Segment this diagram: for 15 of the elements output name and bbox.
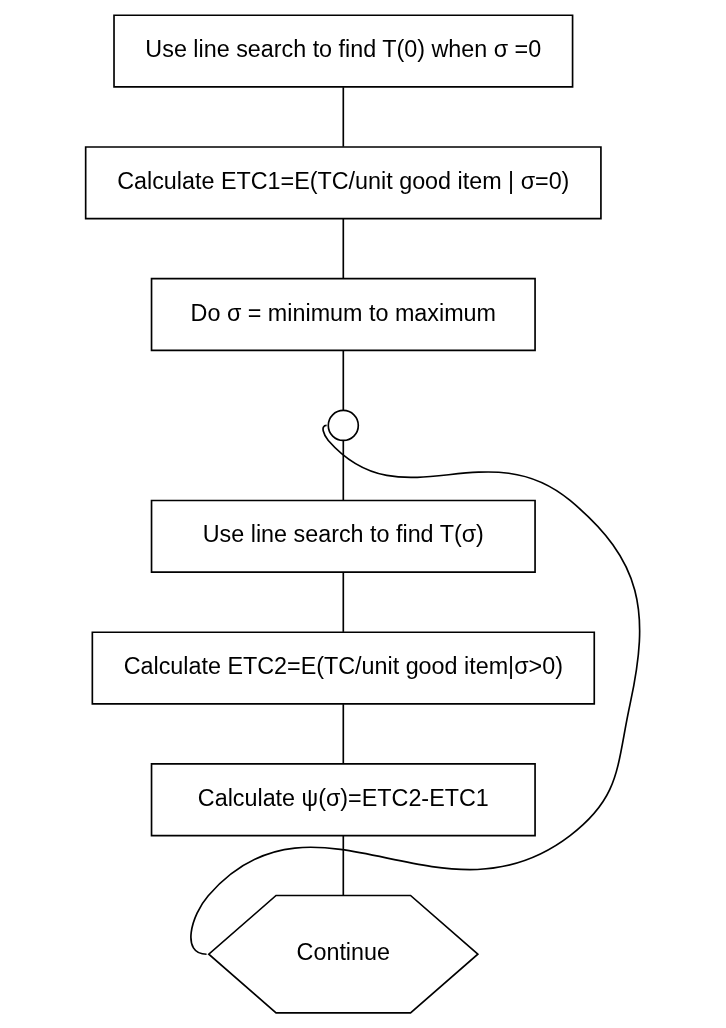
connector (342, 703, 345, 765)
node-box: Calculate ψ(σ)=ETC2-ETC1 (150, 763, 536, 837)
connector (342, 218, 345, 280)
connector (342, 439, 345, 502)
node-box: Calculate ETC2=E(TC/unit good item|σ>0) (91, 631, 596, 705)
node-box: Use line search to find T(σ) (150, 499, 536, 573)
node-circle (327, 409, 360, 442)
connector (190, 424, 641, 956)
connector (342, 834, 345, 897)
node-box: Do σ = minimum to maximum (150, 277, 536, 352)
node-box: Calculate ETC1=E(TC/unit good item | σ=0) (84, 146, 602, 220)
connector (342, 86, 345, 148)
connector (342, 571, 345, 633)
connector (342, 350, 345, 411)
node-box: Use line search to find T(0) when σ =0 (113, 14, 574, 88)
